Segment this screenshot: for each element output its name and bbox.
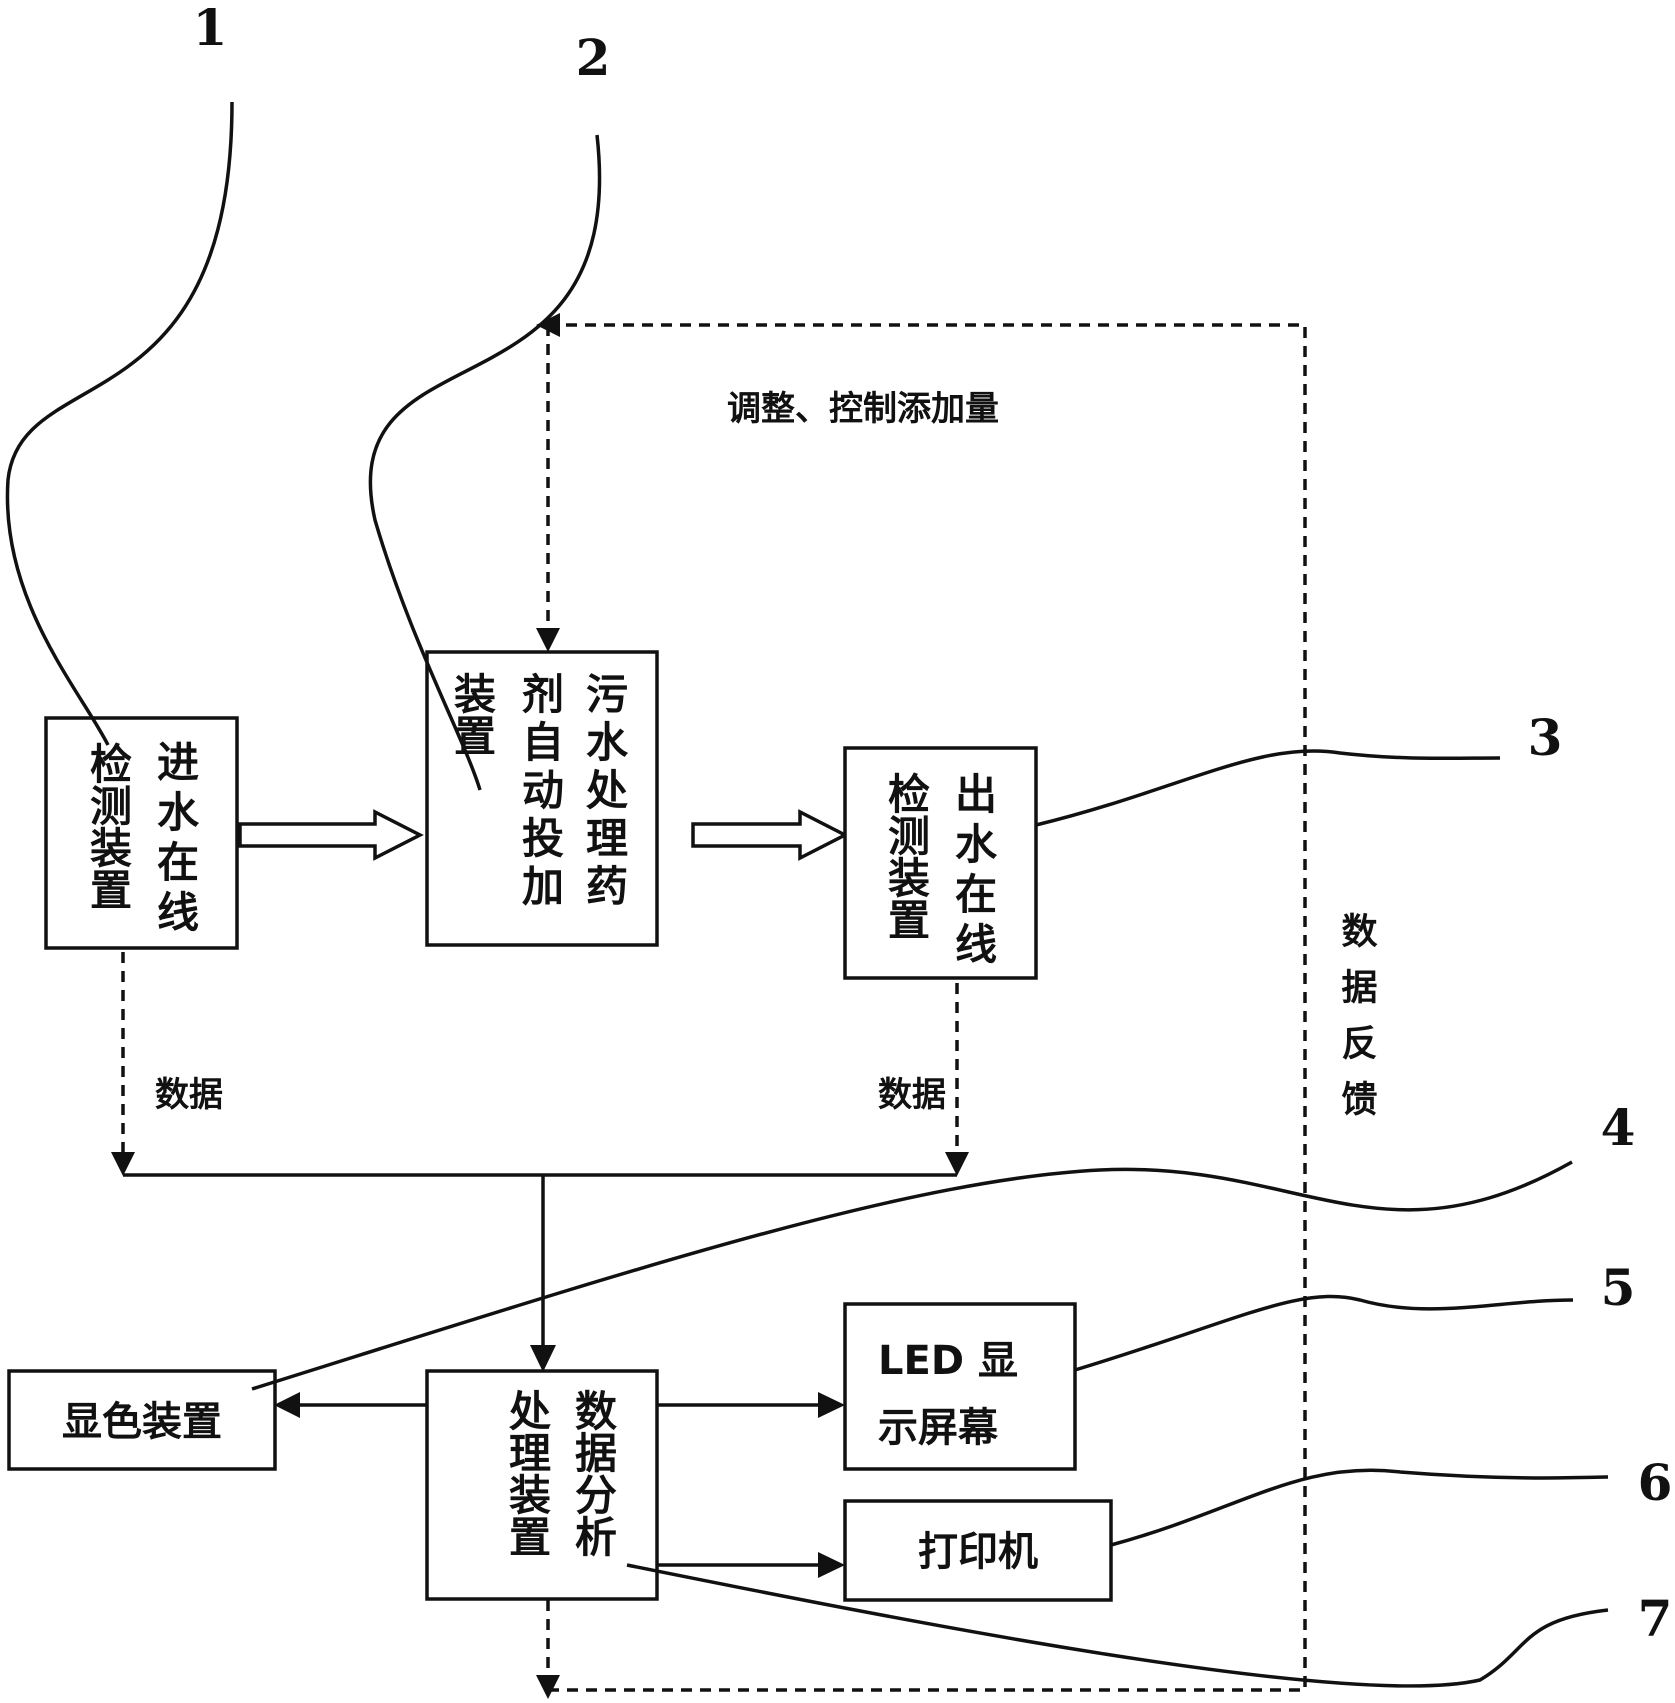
dosing-device-col-2: 剂自动投加 xyxy=(516,672,565,912)
control-label: 调整、控制添加量 xyxy=(727,389,999,429)
processor-col-1: 数据分析 xyxy=(569,1389,618,1557)
outlet-detector-col-1: 出水在线 xyxy=(949,772,998,972)
color-device-label: 显色装置 xyxy=(62,1399,222,1445)
feedback-loop xyxy=(536,313,1307,1699)
callout-2: 2 xyxy=(576,28,611,87)
dosing-device-col-3: 装置 xyxy=(448,672,497,756)
callout-4: 4 xyxy=(1601,1098,1636,1157)
loop-arrowhead-top xyxy=(536,313,560,337)
data-arrow-inlet xyxy=(111,952,135,1176)
arrow-to-led-screen xyxy=(657,1392,845,1418)
callout-leaders xyxy=(5,101,1609,1688)
outlet-detector-box xyxy=(843,746,1038,980)
led-screen-line-2: 示屏幕 xyxy=(878,1405,999,1451)
flow-arrow-dosing-to-outlet xyxy=(691,809,849,861)
inlet-detector-box xyxy=(44,716,239,950)
processor-label: 数据分析 处理装置 xyxy=(503,1389,618,1557)
arrow-to-color-device xyxy=(274,1392,427,1418)
control-arrowhead xyxy=(536,628,560,652)
processor-col-2: 处理装置 xyxy=(503,1389,552,1557)
color-device-box xyxy=(7,1369,277,1471)
callout-7: 7 xyxy=(1638,1589,1673,1648)
dosing-device-label: 污水处理药 剂自动投加 装置 xyxy=(448,672,629,912)
outlet-detector-col-2: 检测装置 xyxy=(882,772,931,940)
data-arrow-to-processor xyxy=(530,1175,556,1372)
callout-1: 1 xyxy=(193,0,228,57)
processor-box xyxy=(425,1369,659,1601)
flow-arrow-inlet-to-dosing xyxy=(238,809,424,861)
callout-6: 6 xyxy=(1638,1453,1673,1512)
feedback-label: 数据反馈 xyxy=(1336,912,1378,1136)
inlet-detector-label: 进水在线 检测装置 xyxy=(84,740,200,940)
callout-3: 3 xyxy=(1528,708,1563,767)
printer-box xyxy=(843,1499,1113,1602)
outlet-data-label: 数据 xyxy=(878,1075,946,1115)
printer-label: 打印机 xyxy=(918,1529,1038,1575)
led-screen-line-1: LED 显 xyxy=(878,1338,1018,1384)
data-arrow-outlet xyxy=(945,983,969,1176)
dosing-device-box xyxy=(425,650,659,947)
led-screen-box xyxy=(843,1302,1077,1471)
inlet-data-label: 数据 xyxy=(155,1075,223,1115)
arrow-to-printer xyxy=(657,1552,845,1578)
callout-5: 5 xyxy=(1601,1258,1636,1317)
outlet-detector-label: 出水在线 检测装置 xyxy=(882,772,998,972)
led-screen-label: LED 显 示屏幕 xyxy=(878,1338,1018,1451)
inlet-detector-col-2: 检测装置 xyxy=(84,742,133,910)
inlet-detector-col-1: 进水在线 xyxy=(151,740,200,940)
loop-arrowhead-bottom xyxy=(536,1675,560,1699)
dosing-device-col-1: 污水处理药 xyxy=(580,672,629,912)
